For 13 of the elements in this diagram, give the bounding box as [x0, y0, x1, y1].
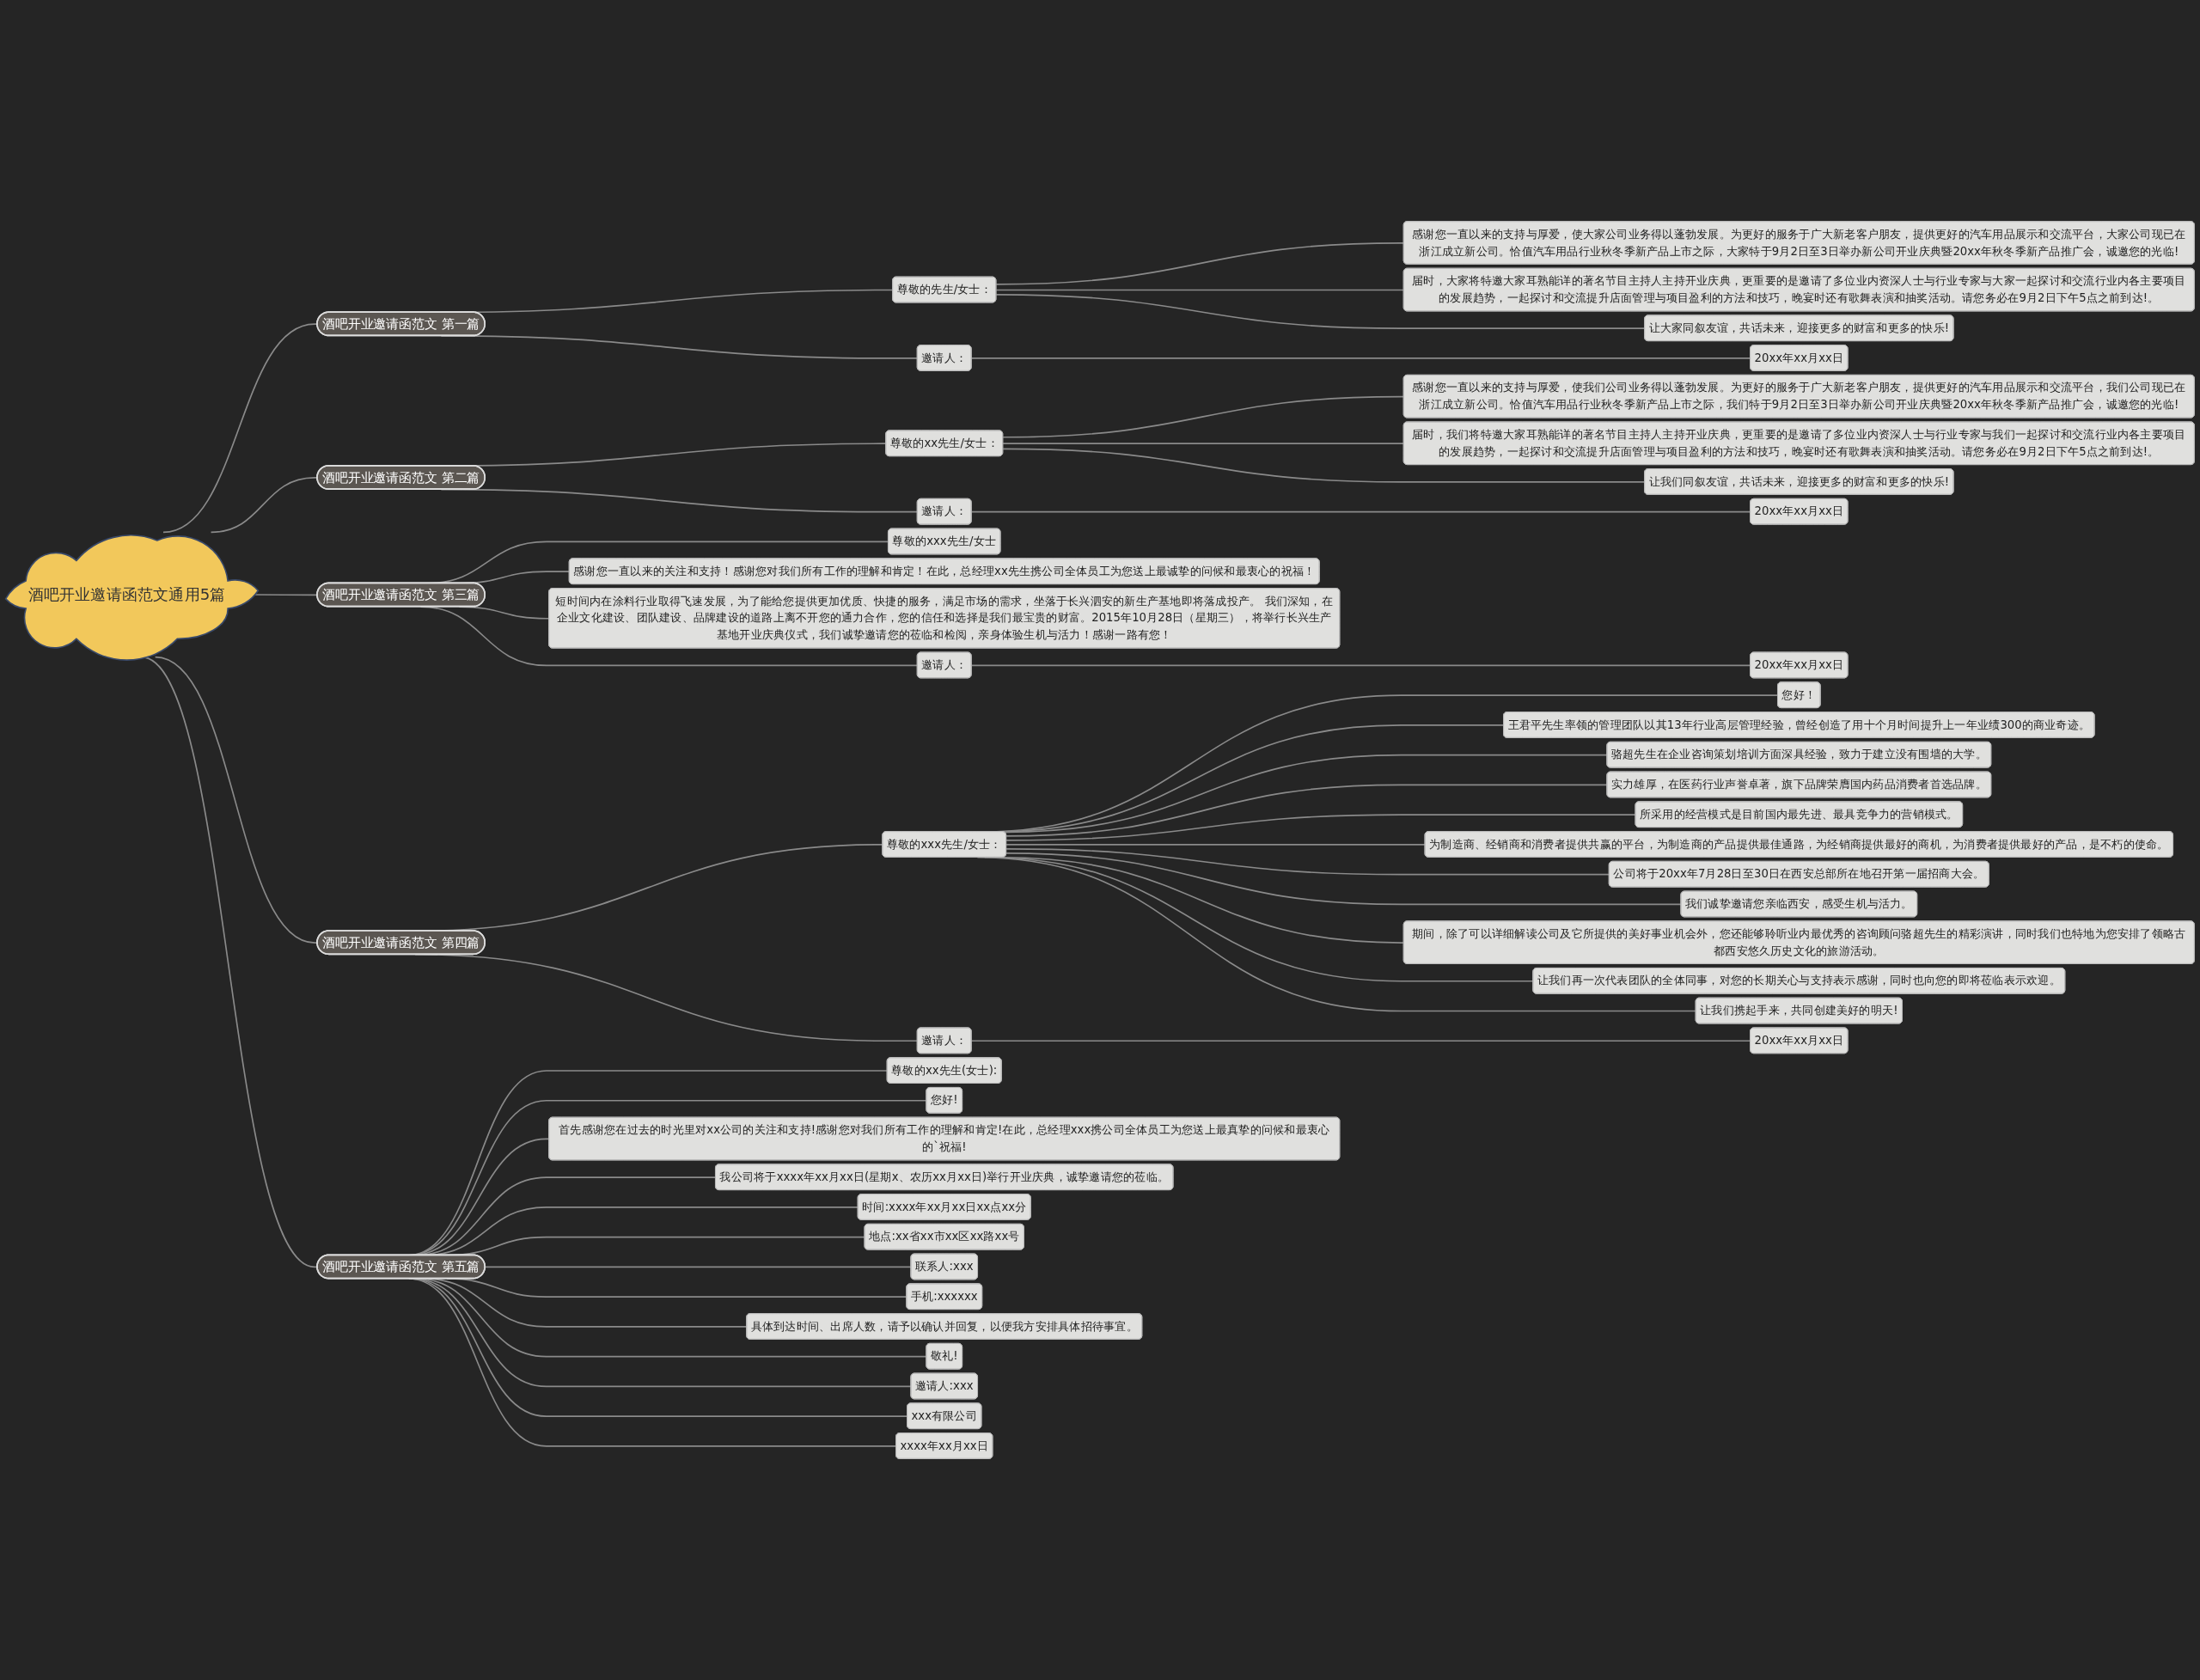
- connector: [1002, 443, 1405, 445]
- connector: [970, 1040, 1751, 1042]
- connector: [1005, 814, 1637, 841]
- connector: [995, 289, 1405, 291]
- connector: [1002, 448, 1646, 483]
- connector: [970, 510, 1751, 513]
- connector: [970, 357, 1751, 359]
- connector: [1005, 848, 1610, 876]
- connector: [1005, 844, 1427, 846]
- connector: [1002, 395, 1405, 438]
- connector: [970, 664, 1751, 667]
- connector: [995, 294, 1646, 329]
- connector: [995, 242, 1405, 285]
